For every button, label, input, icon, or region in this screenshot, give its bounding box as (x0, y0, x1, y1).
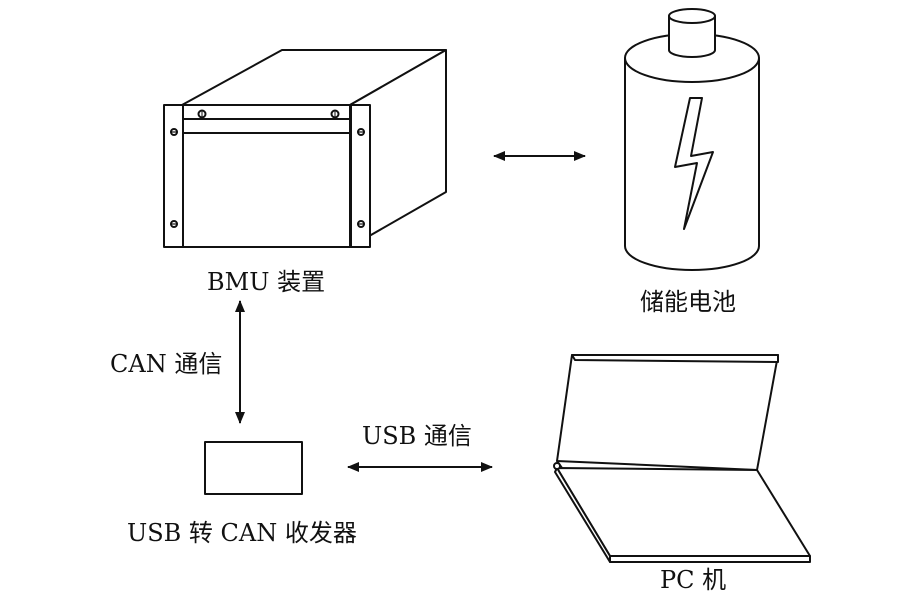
laptop-icon (553, 354, 811, 563)
battery-label: 储能电池 (640, 288, 736, 316)
battery-icon (624, 8, 760, 271)
can-edge-label: CAN 通信 (110, 350, 223, 378)
pc-label: PC 机 (660, 566, 727, 594)
bmu-device-icon (163, 49, 447, 248)
bmu-label: BMU 装置 (207, 268, 326, 296)
usb-can-label: USB 转 CAN 收发器 (127, 519, 357, 547)
usb-edge-label: USB 通信 (362, 422, 472, 450)
lightning-bolt-icon (674, 97, 714, 230)
usb-can-transceiver-box (204, 441, 303, 495)
